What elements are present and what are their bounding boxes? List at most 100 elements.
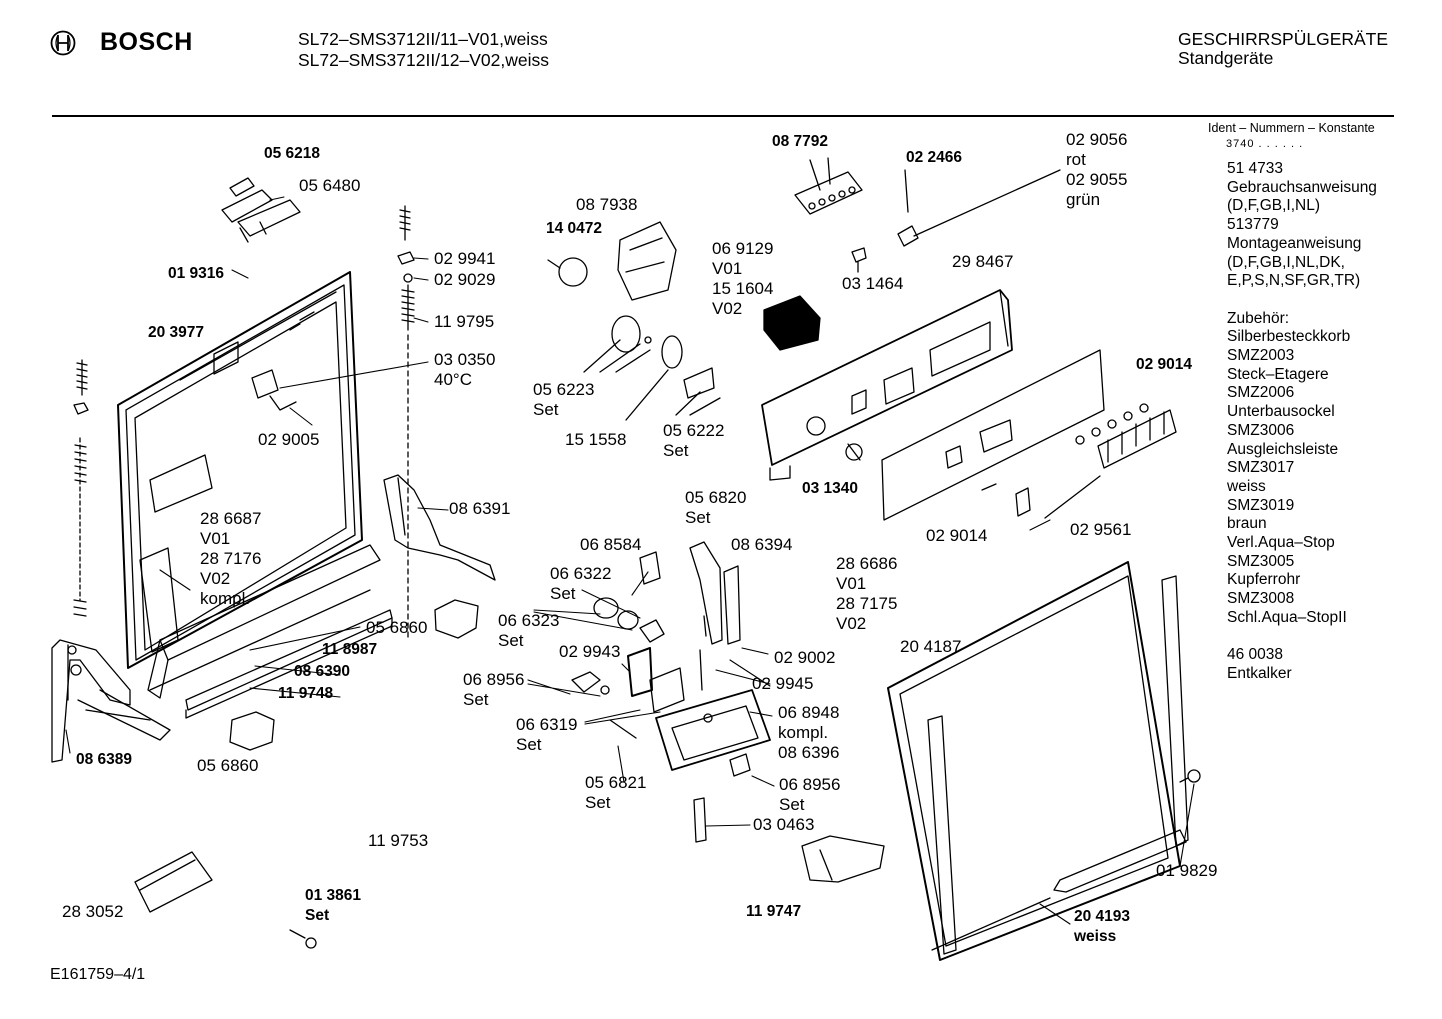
- part-label: 03 0463: [753, 815, 815, 834]
- part-label: 06 8584: [580, 535, 642, 554]
- part-label: 11 9795: [434, 312, 495, 331]
- accessory-line: Unterbausockel: [1227, 403, 1335, 421]
- part-label: 11 9747: [746, 903, 802, 920]
- accessory-line: Steck–Etagere: [1227, 365, 1329, 383]
- accessory-line: SMZ3005: [1227, 552, 1295, 570]
- bottom-rails-drawing: [147, 544, 393, 719]
- accessory-line: Verl.Aqua–Stop: [1227, 534, 1335, 552]
- accessory-line: SMZ3019: [1227, 496, 1295, 514]
- accessory-line: braun: [1227, 515, 1267, 533]
- accessory-line: SMZ2006: [1227, 384, 1295, 402]
- part-label: 01 9316: [168, 265, 225, 282]
- part-label: 01 3861 Set: [305, 887, 362, 924]
- accessory-line: Schl.Aqua–StopII: [1227, 608, 1347, 626]
- inner-door-panel-drawing: [117, 271, 363, 669]
- right-spring-drawing: [397, 205, 415, 641]
- accessory-line: Zubehör:: [1227, 309, 1290, 327]
- part-label: 05 6821 Set: [585, 773, 647, 812]
- part-label: 08 6391: [449, 499, 511, 518]
- part-label: 02 9056 rot 02 9055 grün: [1066, 130, 1128, 209]
- bosch-armature-logo-icon: [50, 30, 76, 55]
- front-cover-drawing: [881, 349, 1105, 521]
- door-bracket-drawing: [801, 835, 885, 883]
- terminal-strip-drawing: [794, 157, 863, 215]
- part-label: 29 8467: [952, 252, 1014, 271]
- part-label: 05 6223 Set: [533, 380, 595, 419]
- control-module-drawing: [763, 295, 821, 351]
- ident-heading: Ident – Nummern – Konstante: [1208, 121, 1375, 135]
- door-lock-assembly-drawing: [571, 541, 771, 843]
- leader-lines: [65, 196, 1195, 925]
- latch-bracket-drawing: [221, 177, 301, 243]
- part-label: 11 8987: [322, 641, 378, 658]
- part-label: 06 8956 Set: [463, 670, 525, 709]
- part-label: 28 6687 V01 28 7176 V02 kompl.: [200, 509, 262, 608]
- part-label: 02 9014: [1136, 356, 1193, 373]
- accessory-line: 513779: [1227, 216, 1279, 234]
- header-divider: [52, 115, 1394, 117]
- part-label: 28 3052: [62, 902, 124, 921]
- gear-set-drawing: [583, 315, 683, 421]
- part-label: 08 6390: [294, 663, 351, 680]
- screw-drawing: [851, 247, 867, 273]
- part-label: 03 1340: [802, 480, 859, 497]
- part-label: 02 9029: [434, 270, 496, 289]
- part-label: 02 9943: [559, 642, 621, 661]
- part-label: 05 6860: [366, 618, 428, 637]
- thermostat-switch-drawing: [251, 369, 297, 411]
- accessory-line: weiss: [1227, 477, 1266, 495]
- part-label: 08 7938: [576, 195, 638, 214]
- part-label: 06 6322 Set: [550, 564, 612, 603]
- part-label: 05 6222 Set: [663, 421, 725, 460]
- part-label: 01 9829: [1156, 861, 1218, 880]
- category-line: Standgeräte: [1178, 48, 1274, 68]
- accessory-line: SMZ2003: [1227, 347, 1295, 365]
- kickplate-profile-drawing: [134, 851, 213, 913]
- part-label: 06 8948 kompl. 08 6396: [778, 703, 840, 762]
- part-label: 06 8956 Set: [779, 775, 841, 814]
- part-label: 08 6394: [731, 535, 793, 554]
- ident-value: 3740 . . . . . .: [1226, 138, 1304, 150]
- accessory-line: SMZ3017: [1227, 459, 1295, 477]
- accessory-line: Kupferrohr: [1227, 571, 1301, 589]
- accessory-line: SMZ3006: [1227, 421, 1295, 439]
- model-line: SL72–SMS3712II/11–V01,weiss: [298, 29, 548, 49]
- control-knob-drawing: [845, 443, 863, 461]
- product-category: GESCHIRRSPÜLGERÄTE Standgeräte: [1178, 30, 1388, 68]
- side-bracket-drawing: [383, 474, 496, 581]
- part-label: 08 6389: [76, 751, 133, 768]
- part-label: 05 6480: [299, 176, 361, 195]
- part-label: 05 6860: [197, 756, 259, 775]
- indicator-lamp-drawing: [897, 169, 1061, 247]
- accessory-line: SMZ3008: [1227, 590, 1295, 608]
- control-panel-drawing: [761, 289, 1013, 481]
- lever-set-drawing: [675, 367, 721, 416]
- model-designation: SL72–SMS3712II/11–V01,weiss SL72–SMS3712…: [298, 29, 549, 71]
- drawing-code: E161759–4/1: [50, 966, 146, 983]
- insulation-block-drawing: [229, 599, 479, 751]
- accessory-line: Ausgleichsleiste: [1227, 440, 1339, 458]
- part-label: 11 9748: [278, 685, 334, 702]
- part-label: 20 4193 weiss: [1074, 908, 1131, 945]
- part-label: 05 6820 Set: [685, 488, 747, 527]
- accessory-line: 46 0038: [1227, 646, 1284, 664]
- part-label: 05 6218: [264, 145, 321, 162]
- brand-header: BOSCH: [50, 28, 193, 57]
- part-label: 28 6686 V01 28 7175 V02: [836, 554, 898, 633]
- accessory-line: (D,F,GB,I,NL): [1227, 197, 1321, 215]
- part-label: 03 1464: [842, 274, 904, 293]
- part-label: 06 6319 Set: [516, 715, 578, 754]
- accessory-line: 51 4733: [1227, 160, 1284, 177]
- push-buttons-drawing: [981, 403, 1177, 519]
- part-label: 02 9005: [258, 430, 320, 449]
- accessory-line: Entkalker: [1227, 664, 1292, 682]
- model-line: SL72–SMS3712II/12–V02,weiss: [298, 50, 549, 70]
- accessory-line: E,P,S,N,SF,GR,TR): [1227, 272, 1361, 290]
- part-label: 02 9941: [434, 249, 496, 268]
- accessory-line: Gebrauchsanweisung: [1227, 178, 1377, 196]
- screw-drawing: [1179, 769, 1201, 783]
- part-label: 06 6323 Set: [498, 611, 560, 650]
- part-label: 03 0350 40°C: [434, 350, 496, 389]
